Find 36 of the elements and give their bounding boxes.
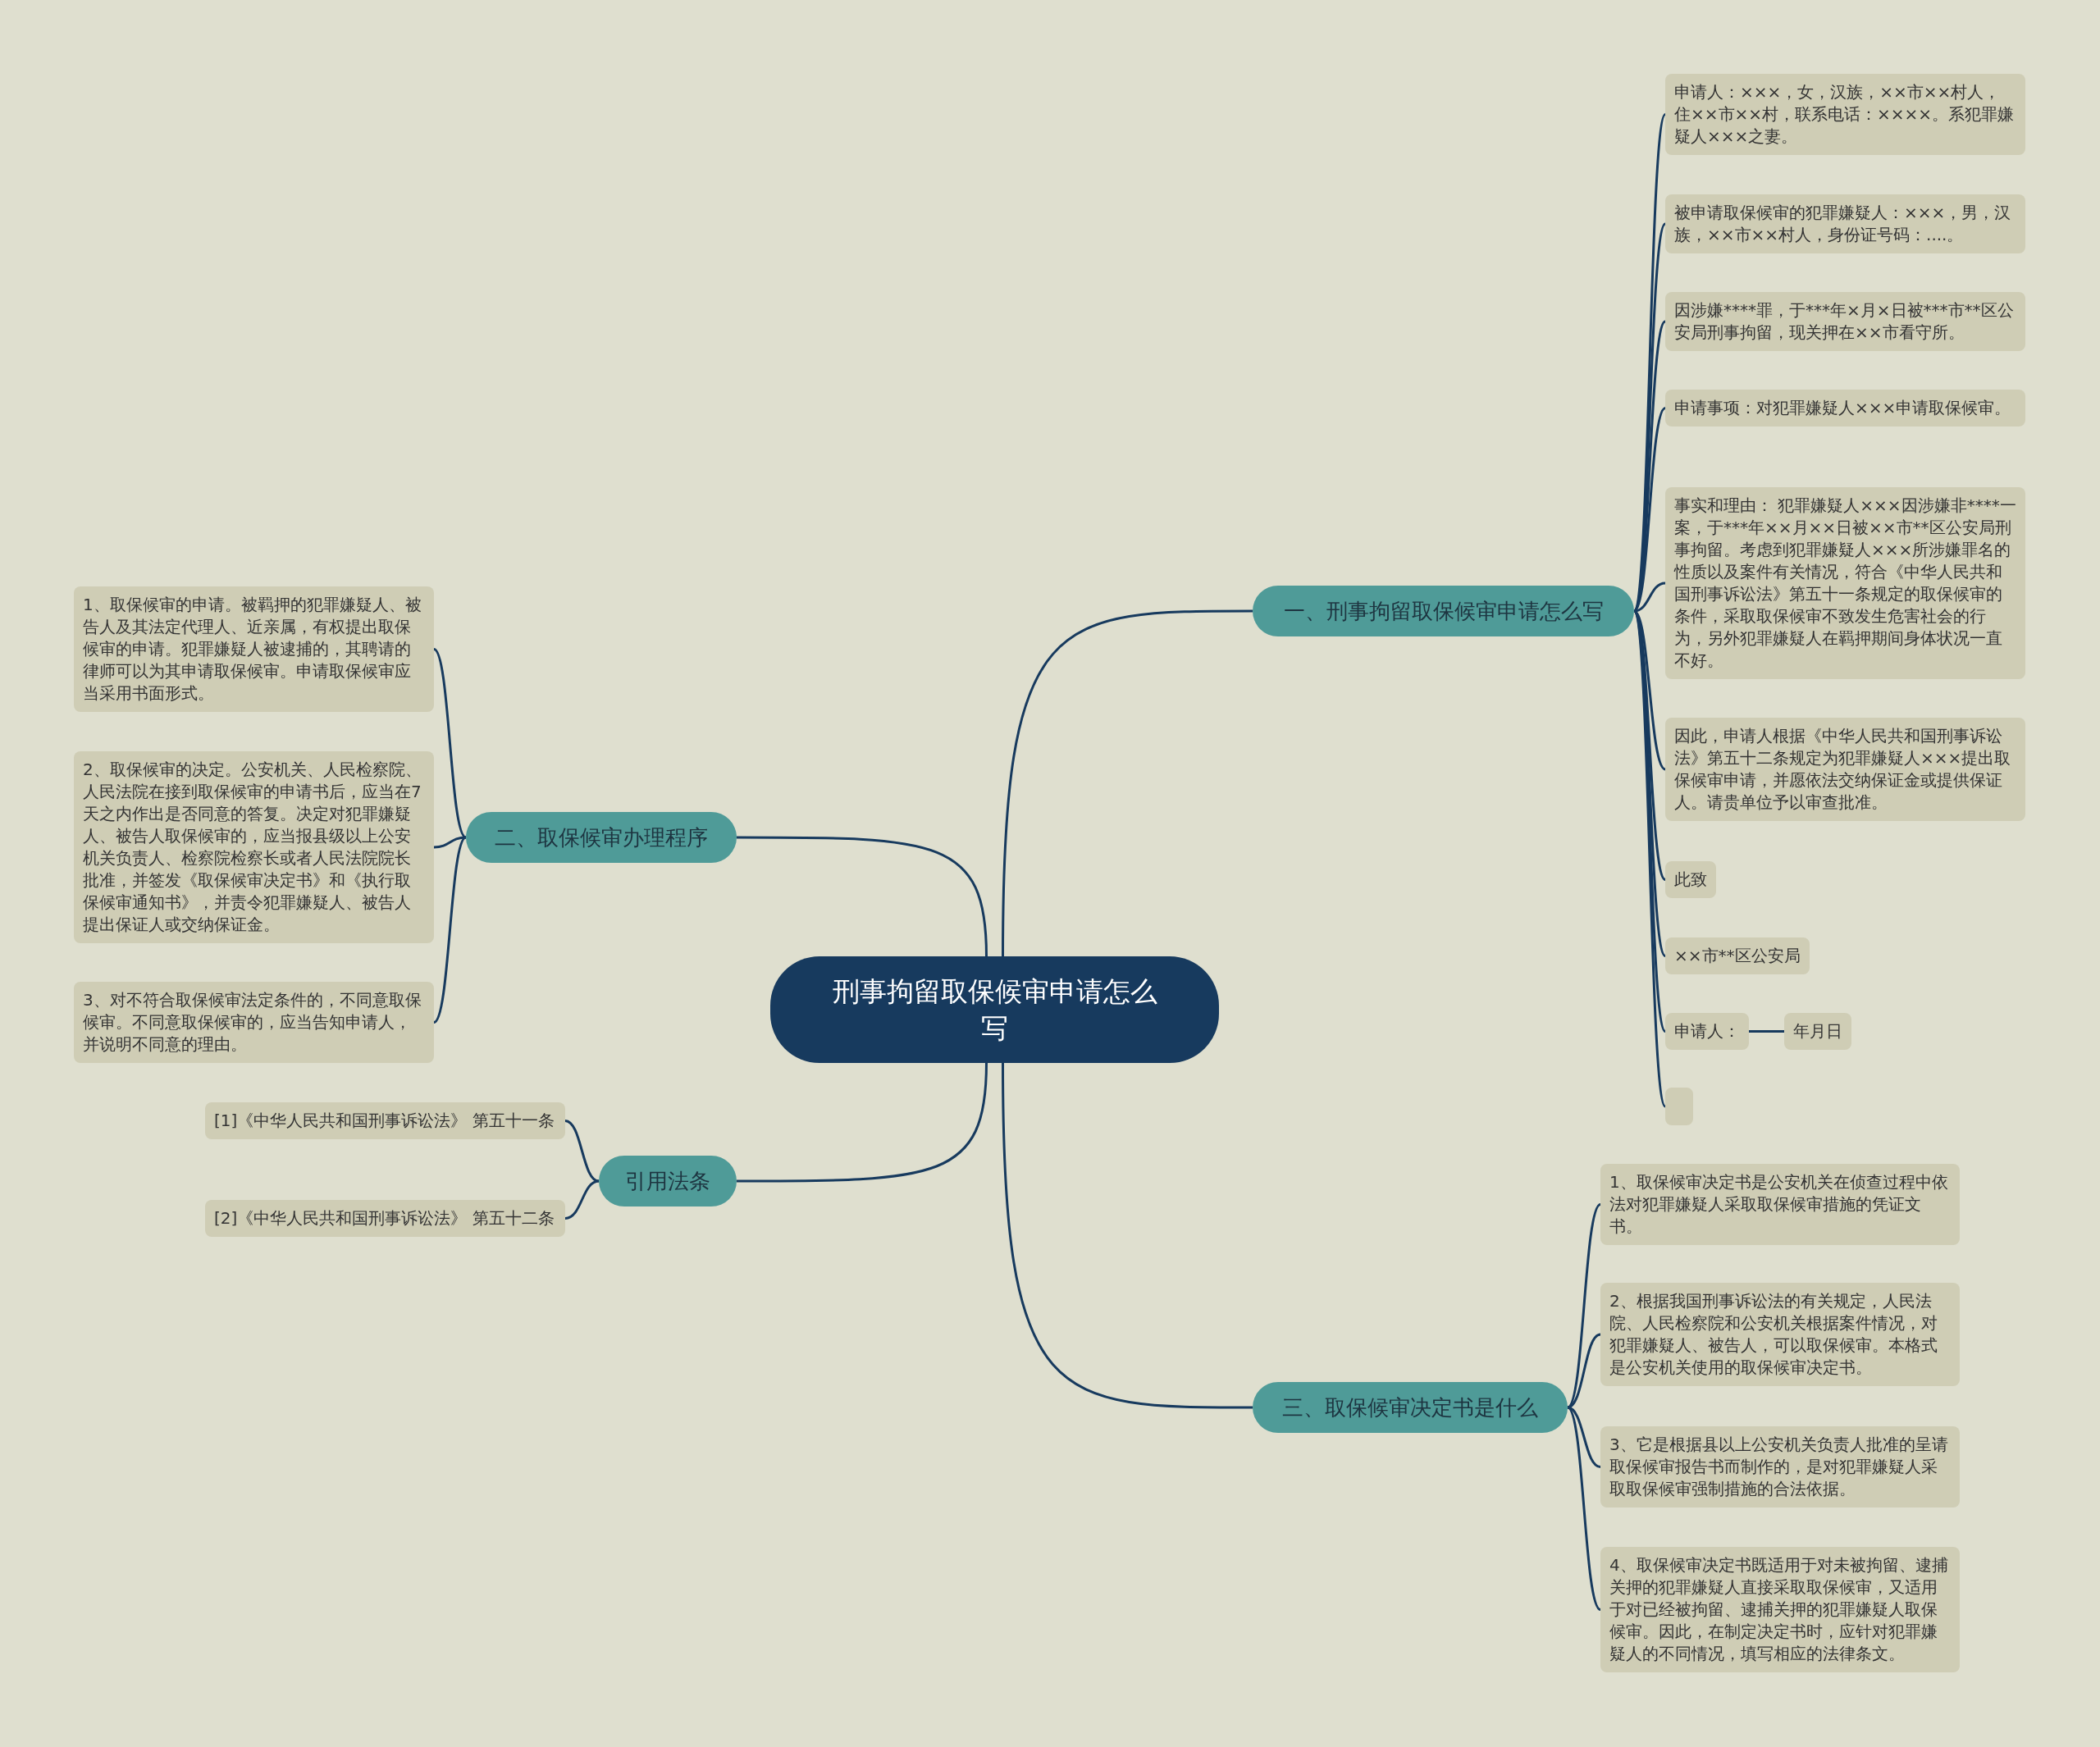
note-card: 2、根据我国刑事诉讼法的有关规定，人民法院、人民检察院和公安机关根据案件情况，对犯罪嫌疑人、被告人，可以取保候审。本格式是公安机关使用的取保候审决定书。 bbox=[1600, 1283, 1960, 1386]
connector bbox=[1002, 1062, 1253, 1409]
branch-topic: 二、取保候审办理程序 bbox=[466, 812, 737, 863]
note-card: 因涉嫌****罪，于***年×月×日被***市**区公安局刑事拘留，现关押在××市看守所。 bbox=[1665, 292, 2025, 351]
note-card: 因此，申请人根据《中华人民共和国刑事诉讼法》第五十二条规定为犯罪嫌疑人×××提出取保候审申请，并愿依法交纳保证金或提供保证人。请贵单位予以审查批准。 bbox=[1665, 718, 2025, 821]
note-card: 2、取保候审的决定。公安机关、人民检察院、人民法院在接到取保候审的申请书后，应当在7天之内作出是否同意的答复。决定对犯罪嫌疑人、被告人取保候审的，应当报县级以上公安机关负责人、检察院检察长或者人民法院院长批准，并签发《取保候审决定书》和《执行取保候审通知书》，并责令犯罪嫌疑人、被告人提出保证人或交纳保证金。 bbox=[74, 751, 434, 943]
note-card: ××市**区公安局 bbox=[1665, 937, 1810, 974]
connector bbox=[564, 1179, 600, 1220]
note-card: 4、取保候审决定书既适用于对未被拘留、逮捕关押的犯罪嫌疑人直接采取取保候审，又适用于对已经被拘留、逮捕关押的犯罪嫌疑人取保候审。因此，在制定决定书时，应针对犯罪嫌疑人的不同情况，填写相应的法律条文。 bbox=[1600, 1547, 1960, 1672]
note-card: 被申请取保候审的犯罪嫌疑人：×××，男，汉族，××市××村人，身份证号码：....。 bbox=[1665, 194, 2025, 253]
connector bbox=[564, 1120, 600, 1183]
branch-topic: 引用法条 bbox=[599, 1156, 737, 1206]
connector bbox=[432, 648, 468, 839]
note-card: [2]《中华人民共和国刑事诉讼法》 第五十二条 bbox=[205, 1200, 565, 1237]
note-card: 申请人：×××，女，汉族，××市××村人，住××市××村，联系电话：××××。系犯罪嫌疑人×××之妻。 bbox=[1665, 74, 2025, 155]
root-topic: 刑事拘留取保候审申请怎么写 bbox=[770, 956, 1219, 1063]
note-card: 1、取保候审决定书是公安机关在侦查过程中依法对犯罪嫌疑人采取取保候审措施的凭证文书。 bbox=[1600, 1164, 1960, 1245]
note-card: 3、它是根据县以上公安机关负责人批准的呈请取保候审报告书而制作的，是对犯罪嫌疑人采取取保候审强制措施的合法依据。 bbox=[1600, 1426, 1960, 1508]
connector bbox=[737, 1062, 988, 1183]
note-card: 1、取保候审的申请。被羁押的犯罪嫌疑人、被告人及其法定代理人、近亲属，有权提出取保候审的申请。犯罪嫌疑人被逮捕的，其聘请的律师可以为其申请取保候审。申请取保候审应当采用书面形式。 bbox=[74, 586, 434, 712]
note-card: [1]《中华人民共和国刑事诉讼法》 第五十一条 bbox=[205, 1102, 565, 1139]
connector bbox=[1749, 1030, 1784, 1033]
connector bbox=[737, 836, 988, 957]
branch-topic: 一、刑事拘留取保候审申请怎么写 bbox=[1253, 586, 1634, 636]
note-card: 此致 bbox=[1665, 861, 1716, 898]
connector bbox=[1002, 609, 1253, 957]
note-card: 年月日 bbox=[1784, 1013, 1851, 1050]
note-card: 申请事项：对犯罪嫌疑人×××申请取保候审。 bbox=[1665, 390, 2025, 426]
note-card: 事实和理由： 犯罪嫌疑人×××因涉嫌非****一案，于***年××月××日被××市**区公安局刑事拘留。考虑到犯罪嫌疑人×××所涉嫌罪名的性质以及案件有关情况，符合《中华人民共和国刑事诉讼法》第五十一条规定的取保候审的条件，采取取保候审不致发生危害社会的行为，另外犯罪嫌疑人在羁押期间身体状况一直不好。 bbox=[1665, 487, 2025, 679]
empty-box bbox=[1665, 1088, 1693, 1125]
connector bbox=[1632, 321, 1667, 612]
connector bbox=[432, 836, 468, 1024]
note-card: 3、对不符合取保候审法定条件的，不同意取保候审。不同意取保候审的，应当告知申请人，并说明不同意的理由。 bbox=[74, 982, 434, 1063]
branch-topic: 三、取保候审决定书是什么 bbox=[1253, 1382, 1568, 1433]
note-card: 申请人： bbox=[1665, 1013, 1749, 1050]
connector bbox=[1566, 1406, 1602, 1611]
